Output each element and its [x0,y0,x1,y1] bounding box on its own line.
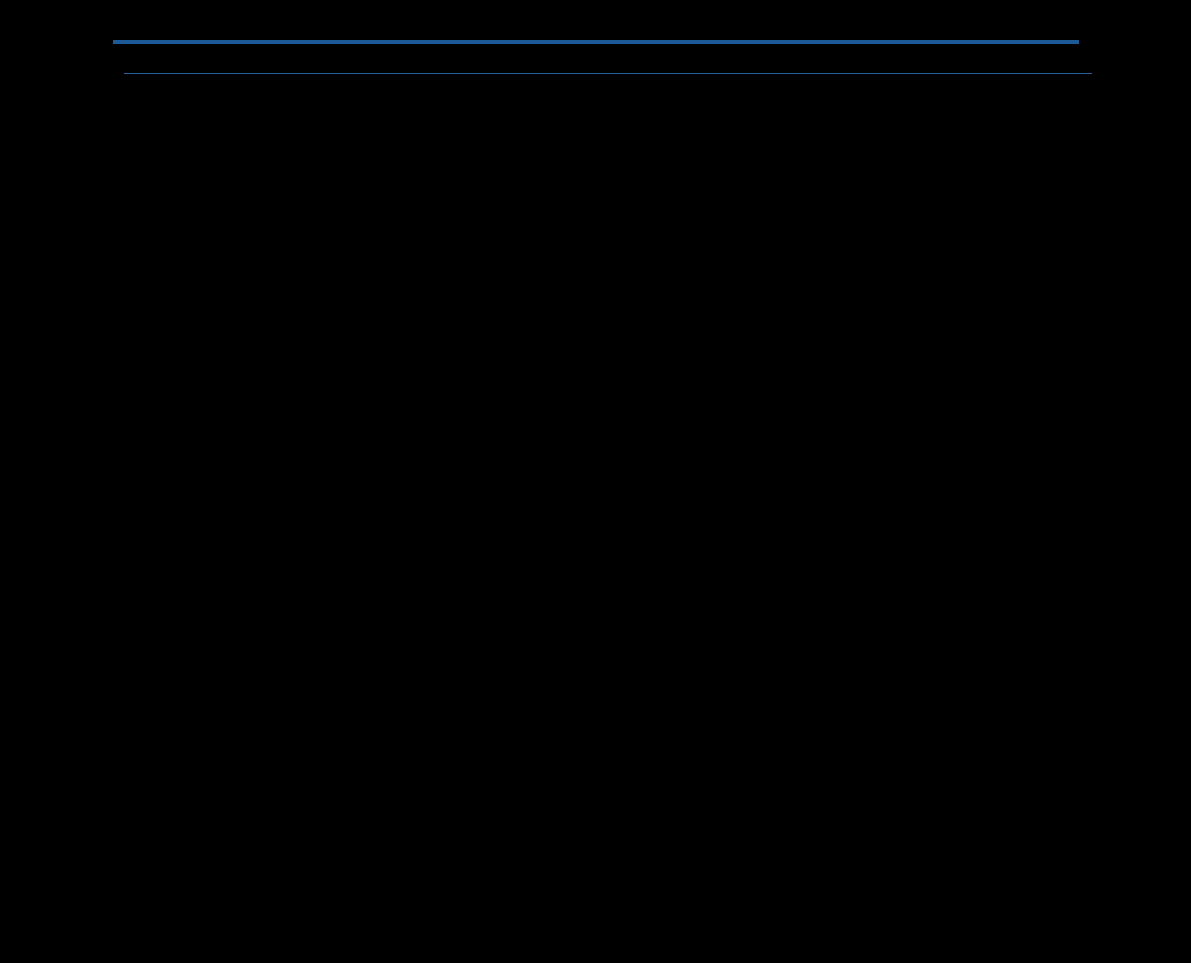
thick-horizontal-rule [113,40,1079,44]
thin-horizontal-rule [124,73,1092,74]
